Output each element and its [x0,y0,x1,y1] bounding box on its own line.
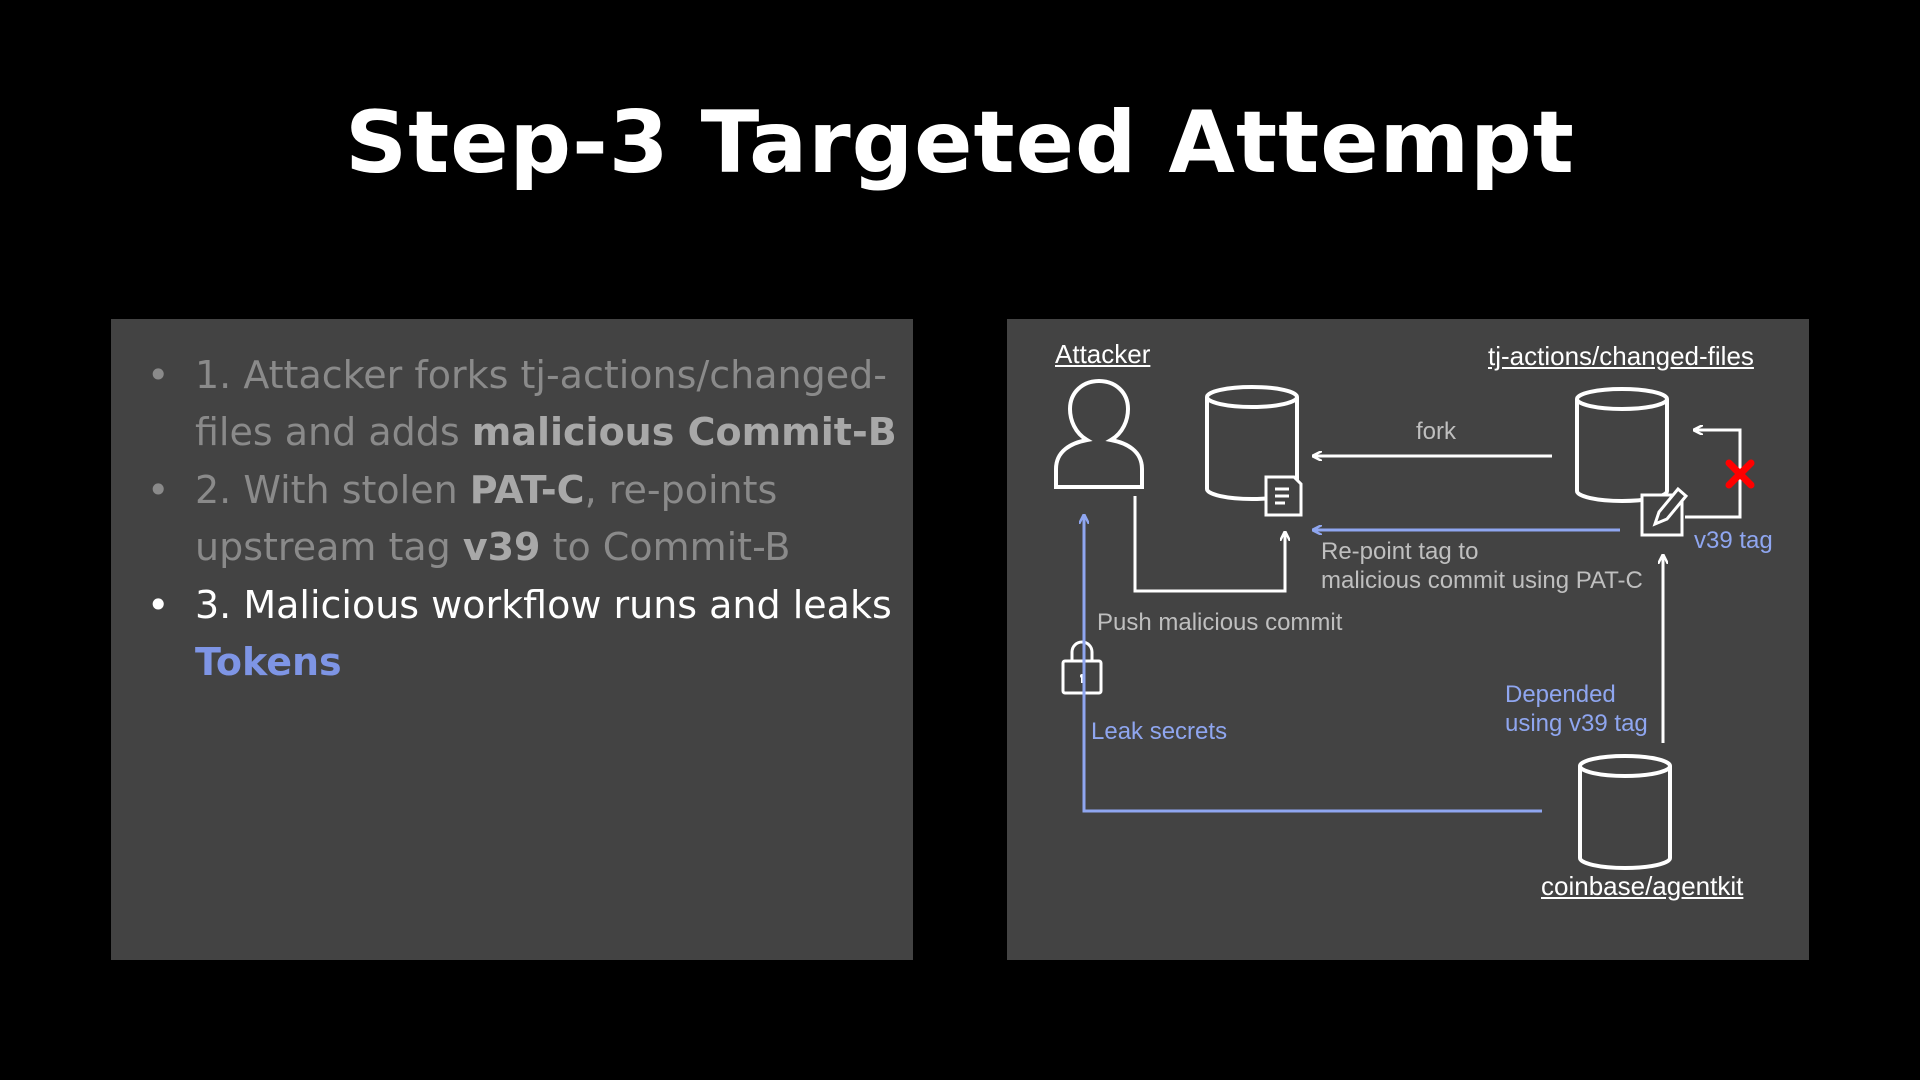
fork-repo-icon [1205,385,1299,501]
bullet-2-tag: v39 [462,525,541,569]
bullet-3-tokens: Tokens [195,640,342,684]
push-label: Push malicious commit [1097,609,1343,636]
leak-arrow [1084,515,1542,813]
user-icon [1054,378,1144,489]
attack-diagram [1054,378,1755,870]
red-x-icon [1725,459,1755,489]
bullet-1-text: 1. Attacker forks tj-actions/changed-fil… [195,353,887,454]
bullet-2-text-b: , re-points upstream tag [195,468,778,569]
bullet-marker: • [147,583,170,627]
bullet-item-1: • 1. Attacker forks tj-actions/changed-f… [141,347,901,461]
upstream-repo-label: tj-actions/changed-files [1488,341,1754,371]
depended-label-2: using v39 tag [1505,710,1648,737]
bullet-panel: • 1. Attacker forks tj-actions/changed-f… [111,319,913,960]
diagram-panel: Attacker tj-actions/changed-files fork R… [1007,319,1809,960]
repoint-label-2: malicious commit using PAT-C [1321,567,1643,594]
downstream-repo-label: coinbase/agentkit [1541,871,1744,901]
slide-title: Step-3 Targeted Attempt [345,93,1575,193]
bullet-2-text-c: to Commit-B [540,525,791,569]
bullet-marker: • [147,353,170,397]
edit-icon [1640,486,1689,537]
v39-tag-label: v39 tag [1694,527,1773,554]
fork-label: fork [1416,418,1457,445]
upstream-repo-icon [1575,387,1669,503]
tag-loop-arrow [1685,430,1742,519]
push-arrow [1133,496,1285,593]
bullet-marker: • [147,468,170,512]
bullet-2-pat: PAT-C [469,468,585,512]
depended-label-1: Depended [1505,681,1616,708]
bullet-1-emphasis: malicious Commit-B [471,410,897,454]
bullet-item-2: • 2. With stolen PAT-C, re-points upstre… [141,462,901,576]
downstream-repo-icon [1578,754,1672,870]
bullet-3-text: 3. Malicious workflow runs and leaks [195,583,892,627]
bullet-2-text-a: 2. With stolen [195,468,470,512]
document-icon [1264,475,1303,517]
repoint-label-1: Re-point tag to [1321,538,1479,565]
lock-icon [1061,640,1103,695]
attacker-label: Attacker [1055,339,1151,369]
leak-label: Leak secrets [1091,718,1228,745]
bullet-item-3: • 3. Malicious workflow runs and leaks T… [141,577,901,691]
bullet-list: • 1. Attacker forks tj-actions/changed-f… [141,347,901,692]
